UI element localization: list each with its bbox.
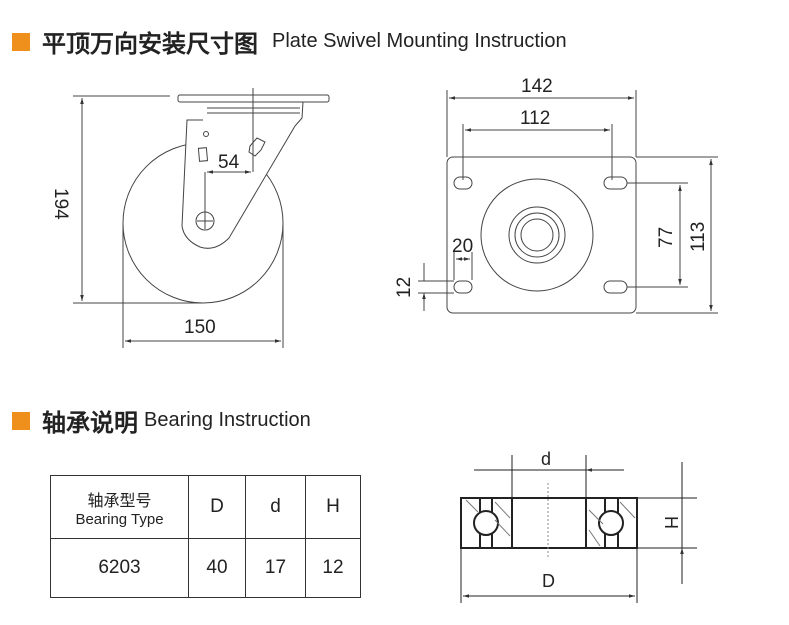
section-title-zh: 平顶万向安装尺寸图: [42, 30, 258, 58]
plate-length-dimension: 142: [521, 76, 553, 97]
caster-side-view: 54 194 150: [50, 88, 330, 348]
hole-spacing-long-dimension: 112: [520, 108, 550, 129]
bearing-table: 轴承型号 Bearing Type D d H 6203 40 17 12: [50, 475, 361, 598]
offset-dimension: 54: [218, 152, 240, 173]
section-header-bearing: 轴承说明 Bearing Instruction: [12, 403, 311, 438]
cell-H: 12: [305, 538, 361, 598]
section-title-zh: 轴承说明: [42, 409, 138, 437]
orange-square-icon: [12, 32, 30, 51]
slot-length-dimension: 20: [452, 236, 473, 257]
cell-d: 17: [245, 538, 306, 598]
section-title-en: Bearing Instruction: [144, 409, 311, 431]
bearing-D-label: D: [542, 571, 555, 591]
section-title-en: Plate Swivel Mounting Instruction: [272, 30, 567, 52]
table-row: 6203 40 17 12: [50, 538, 361, 598]
hole-spacing-short-dimension: 77: [656, 227, 677, 248]
header-type-en: Bearing Type: [75, 510, 164, 528]
slot-width-dimension: 12: [394, 277, 415, 298]
cell-D: 40: [188, 538, 246, 598]
orange-square-icon: [12, 411, 30, 430]
wheel-diameter-dimension: 150: [184, 317, 216, 338]
section-header-mounting: 平顶万向安装尺寸图 Plate Swivel Mounting Instruct…: [12, 24, 567, 59]
bearing-cross-section: d D H: [460, 449, 697, 603]
bearing-H-label: H: [661, 516, 681, 529]
bearing-d-label: d: [541, 449, 551, 469]
table-header-row: 轴承型号 Bearing Type D d H: [50, 475, 361, 539]
header-bearing-type: 轴承型号 Bearing Type: [50, 475, 189, 539]
caster-top-view: 142 112 77 113 20 12: [394, 76, 718, 314]
header-H: H: [305, 475, 361, 539]
plate-width-dimension: 113: [688, 222, 709, 252]
header-type-zh: 轴承型号: [87, 490, 152, 510]
height-dimension: 194: [50, 188, 71, 220]
cell-type: 6203: [50, 538, 189, 598]
header-d: d: [245, 475, 306, 539]
header-D: D: [188, 475, 246, 539]
